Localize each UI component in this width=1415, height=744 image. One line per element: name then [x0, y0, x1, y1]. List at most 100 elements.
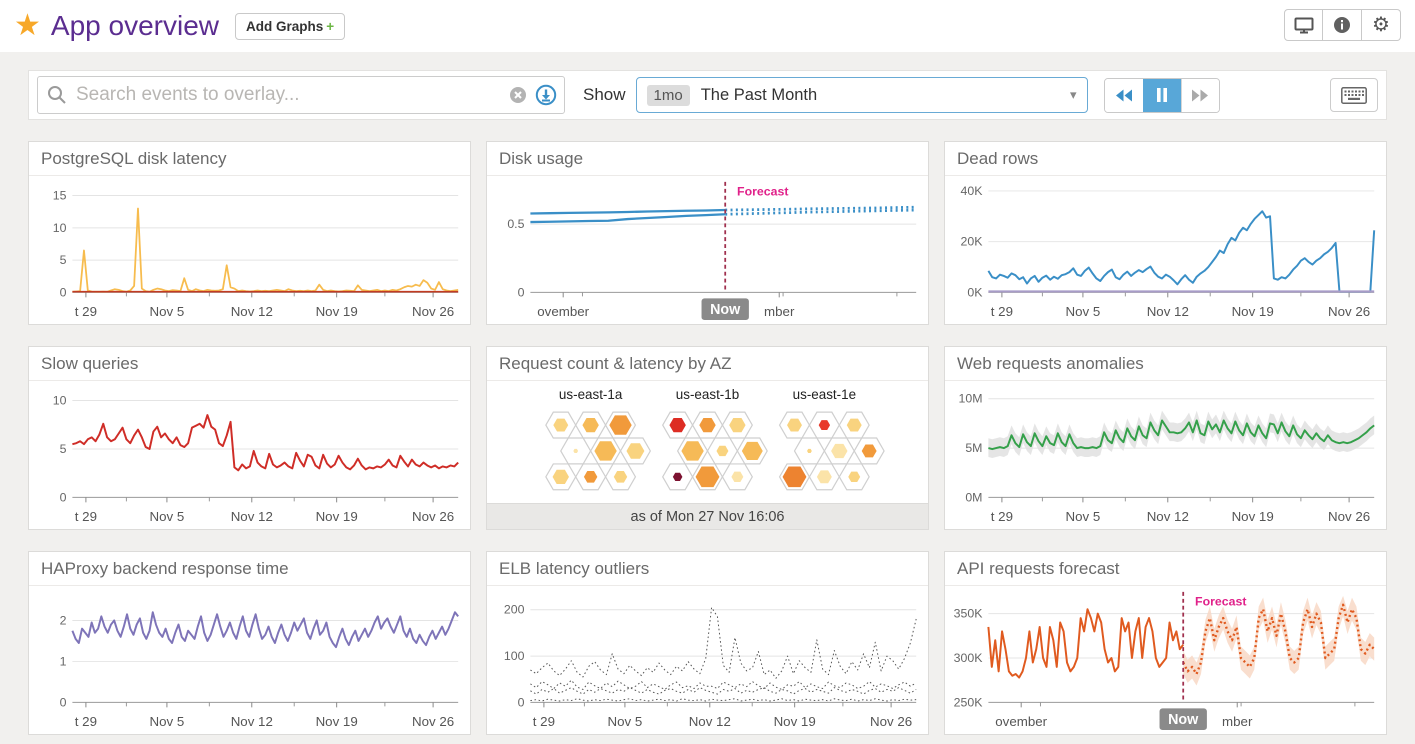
svg-text:Nov 5: Nov 5 — [1066, 304, 1101, 319]
svg-text:us-east-1a: us-east-1a — [559, 387, 623, 402]
time-range-select[interactable]: 1mo The Past Month ▾ — [635, 77, 1088, 113]
svg-text:10: 10 — [53, 394, 67, 408]
fast-forward-icon — [1192, 89, 1209, 101]
header-icon-group: ⚙ — [1284, 9, 1401, 41]
svg-text:t 29: t 29 — [75, 714, 97, 729]
svg-text:Forecast: Forecast — [1195, 595, 1246, 609]
svg-text:mber: mber — [1222, 714, 1253, 729]
svg-text:15: 15 — [53, 189, 67, 203]
svg-text:Nov 19: Nov 19 — [316, 509, 358, 524]
monitor-icon — [1294, 17, 1313, 33]
add-graphs-button[interactable]: Add Graphs+ — [235, 12, 346, 40]
svg-text:Nov 5: Nov 5 — [150, 714, 185, 729]
fast-forward-button[interactable] — [1180, 78, 1219, 112]
panel-title: Web requests anomalies — [945, 347, 1386, 381]
svg-text:t 29: t 29 — [991, 304, 1013, 319]
svg-text:20K: 20K — [961, 235, 984, 249]
svg-text:Nov 19: Nov 19 — [316, 304, 358, 319]
svg-text:Nov 12: Nov 12 — [1147, 304, 1189, 319]
svg-text:Nov 5: Nov 5 — [150, 509, 185, 524]
svg-text:200: 200 — [504, 603, 525, 617]
search-icon — [48, 86, 66, 104]
svg-text:Nov 26: Nov 26 — [1328, 509, 1370, 524]
svg-text:t 29: t 29 — [75, 304, 97, 319]
svg-text:Forecast: Forecast — [737, 185, 788, 199]
search-input[interactable] — [37, 76, 565, 114]
svg-text:350K: 350K — [954, 607, 984, 621]
svg-text:Nov 19: Nov 19 — [316, 714, 358, 729]
svg-text:0.5: 0.5 — [507, 217, 524, 231]
svg-text:0: 0 — [518, 285, 525, 299]
page-header: ★ App overview Add Graphs+ ⚙ — [0, 0, 1415, 52]
svg-text:Nov 12: Nov 12 — [231, 714, 273, 729]
range-badge: 1mo — [646, 84, 690, 106]
panel-title: Request count & latency by AZ — [487, 347, 928, 381]
svg-text:Nov 5: Nov 5 — [1066, 509, 1101, 524]
svg-text:0: 0 — [60, 490, 67, 504]
info-button[interactable] — [1323, 9, 1362, 41]
svg-text:5: 5 — [60, 442, 67, 456]
svg-text:Nov 19: Nov 19 — [1232, 509, 1274, 524]
rewind-button[interactable] — [1104, 78, 1143, 112]
range-text: The Past Month — [700, 85, 818, 104]
panel-title: Slow queries — [29, 347, 470, 381]
gear-icon: ⚙ — [1372, 14, 1390, 36]
svg-text:10M: 10M — [958, 392, 982, 406]
svg-text:0M: 0M — [965, 490, 982, 504]
svg-text:Nov 12: Nov 12 — [231, 304, 273, 319]
svg-text:40K: 40K — [961, 184, 984, 198]
pause-icon — [1156, 88, 1167, 102]
svg-text:ovember: ovember — [537, 304, 589, 319]
svg-text:Nov 19: Nov 19 — [774, 714, 816, 729]
svg-text:250K: 250K — [954, 695, 984, 709]
svg-text:Nov 26: Nov 26 — [412, 509, 454, 524]
svg-text:1: 1 — [60, 654, 67, 668]
info-icon — [1334, 17, 1350, 33]
event-search — [37, 76, 565, 114]
overlay-download-icon[interactable] — [535, 84, 557, 106]
svg-text:Nov 26: Nov 26 — [1328, 304, 1370, 319]
svg-text:Now: Now — [710, 302, 741, 318]
show-label: Show — [583, 85, 626, 104]
settings-button[interactable]: ⚙ — [1362, 9, 1401, 41]
panel-title: PostgreSQL disk latency — [29, 142, 470, 176]
svg-text:0K: 0K — [967, 285, 983, 299]
svg-text:Nov 12: Nov 12 — [1147, 509, 1189, 524]
panel-title: ELB latency outliers — [487, 552, 928, 586]
svg-text:Nov 12: Nov 12 — [689, 714, 731, 729]
chevron-down-icon: ▾ — [1070, 87, 1077, 102]
keyboard-shortcuts-button[interactable] — [1330, 78, 1378, 112]
svg-text:Nov 12: Nov 12 — [231, 509, 273, 524]
svg-text:Nov 26: Nov 26 — [870, 714, 912, 729]
favorite-star-icon[interactable]: ★ — [14, 9, 41, 42]
svg-text:t 29: t 29 — [991, 509, 1013, 524]
svg-text:Nov 26: Nov 26 — [412, 714, 454, 729]
fullscreen-monitor-button[interactable] — [1284, 9, 1323, 41]
svg-text:Nov 5: Nov 5 — [608, 714, 643, 729]
svg-text:us-east-1b: us-east-1b — [676, 387, 739, 402]
svg-text:mber: mber — [764, 304, 795, 319]
plus-icon: + — [326, 18, 335, 34]
pause-button[interactable] — [1142, 78, 1181, 112]
panel-title: HAProxy backend response time — [29, 552, 470, 586]
svg-text:300K: 300K — [954, 651, 984, 665]
svg-text:5: 5 — [60, 253, 67, 267]
clear-search-icon[interactable] — [509, 86, 527, 104]
svg-text:t 29: t 29 — [533, 714, 555, 729]
